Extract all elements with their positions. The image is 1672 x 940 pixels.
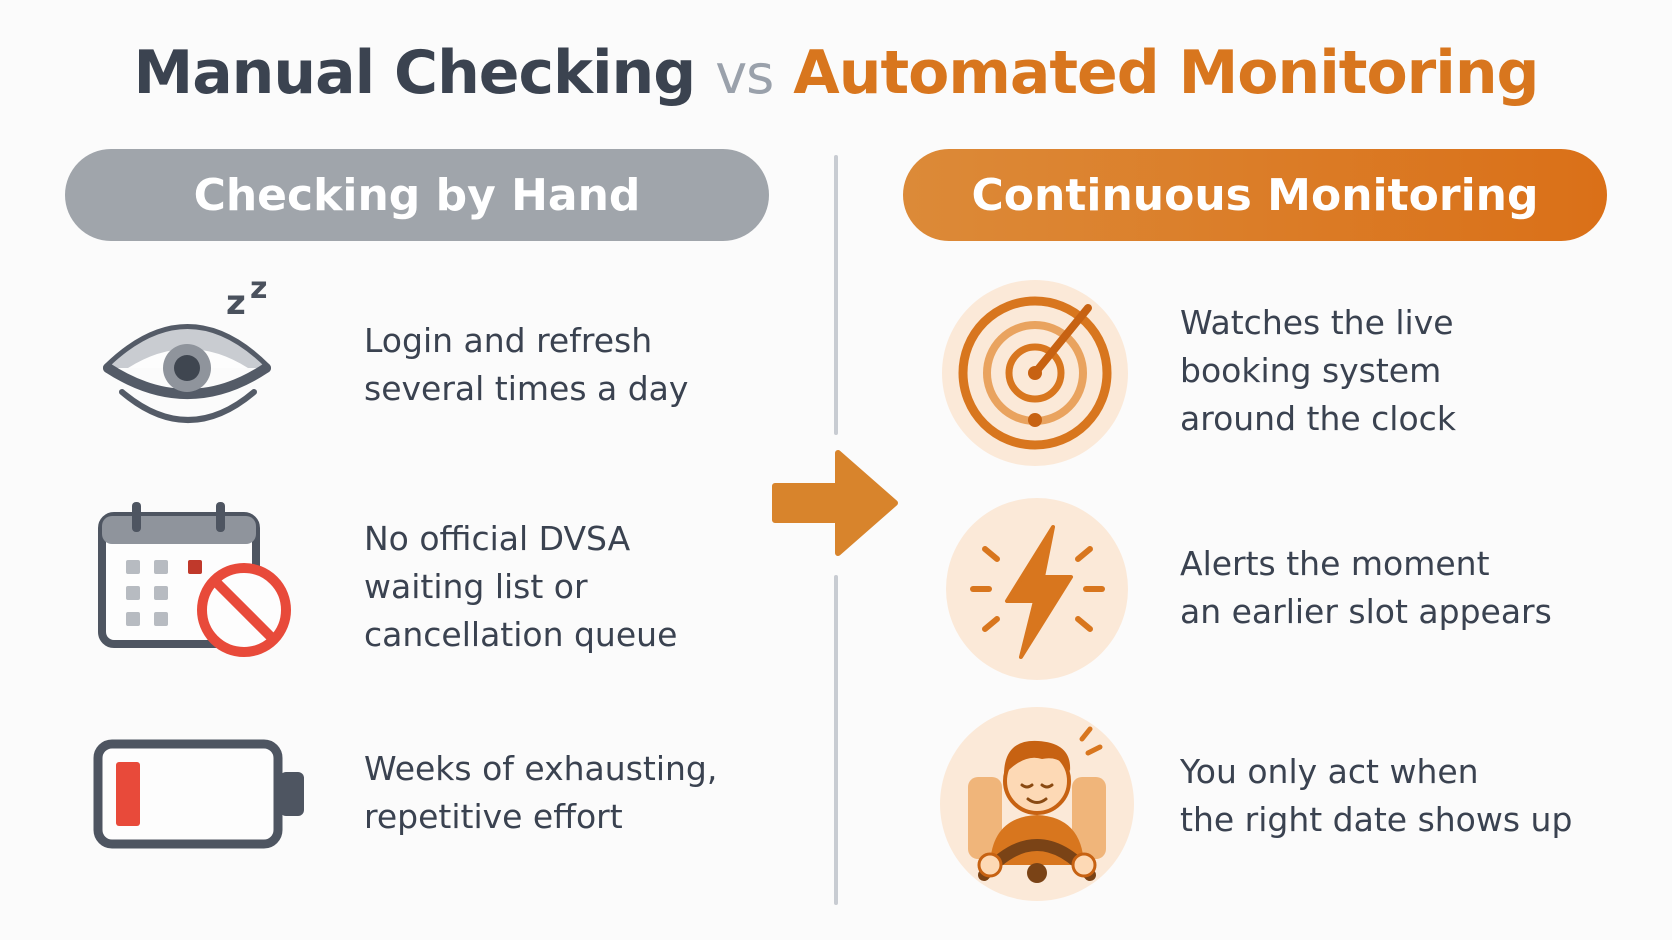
column-divider-bottom <box>834 575 838 905</box>
sleepy-eye-icon: z z <box>103 271 271 423</box>
automated-item-text: You only act when the right date shows u… <box>1180 752 1573 839</box>
manual-column-header: Checking by Hand <box>65 149 769 241</box>
title-vs: vs <box>715 43 774 106</box>
svg-text:z: z <box>226 283 246 323</box>
relaxed-driver-icon <box>940 707 1134 901</box>
title-automated: Automated Monitoring <box>793 38 1539 108</box>
column-divider-top <box>834 155 838 435</box>
svg-text:z: z <box>250 271 267 306</box>
lightning-bolt-icon <box>946 498 1128 680</box>
calendar-blocked-icon <box>98 502 291 657</box>
low-battery-icon <box>93 739 304 849</box>
title-manual: Manual Checking <box>133 38 696 108</box>
automated-column-header: Continuous Monitoring <box>903 149 1607 241</box>
right-arrow-icon <box>772 450 898 556</box>
manual-item-text: No official DVSA waiting list or cancell… <box>364 519 678 654</box>
manual-item-text: Weeks of exhausting, repetitive effort <box>364 749 718 836</box>
automated-item-text: Watches the live booking system around t… <box>1180 303 1456 438</box>
page-title: Manual Checking vs Automated Monitoring <box>0 38 1672 108</box>
manual-item-text: Login and refresh several times a day <box>364 321 689 408</box>
automated-item-text: Alerts the moment an earlier slot appear… <box>1180 544 1552 631</box>
radar-icon <box>942 280 1128 466</box>
